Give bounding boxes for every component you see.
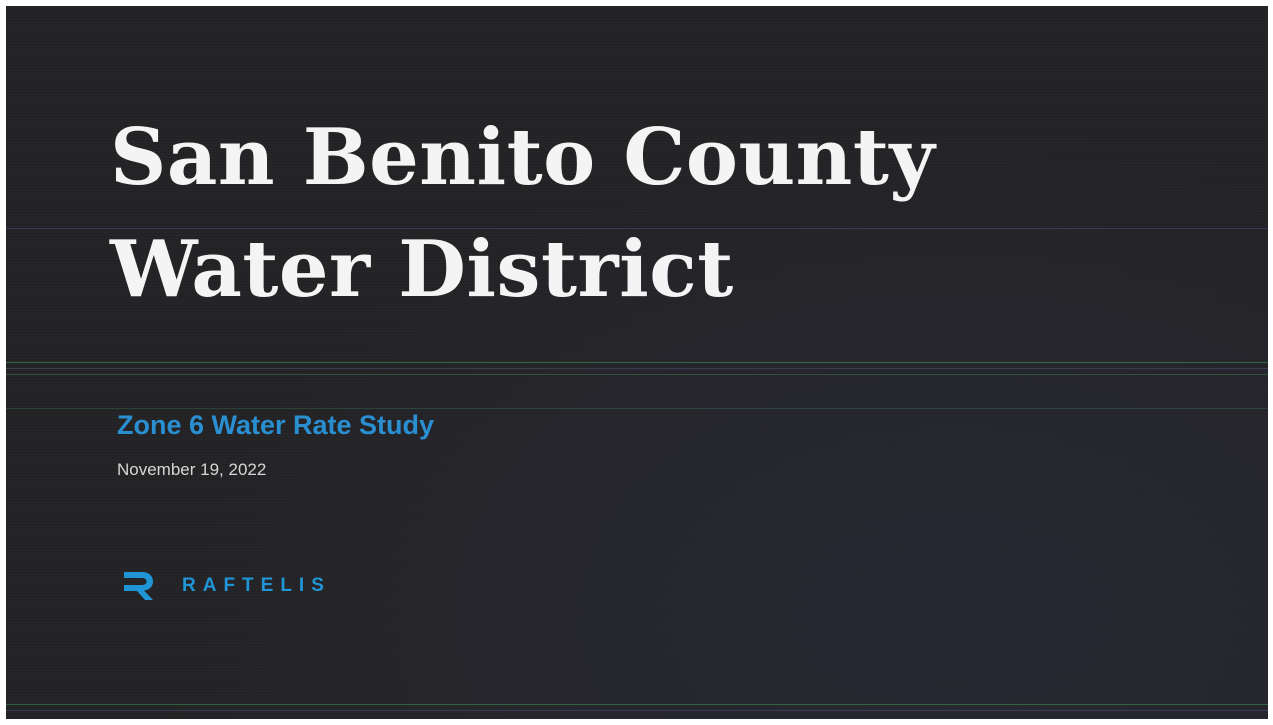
scan-artifact-line [6, 368, 1268, 369]
slide-subtitle: Zone 6 Water Rate Study [117, 410, 435, 440]
raftelis-r-logo-icon [124, 572, 153, 600]
scan-artifact-line [6, 228, 1268, 229]
scan-artifact-line [6, 408, 1268, 409]
title-slide: San Benito County Water District Zone 6 … [6, 6, 1268, 719]
scan-artifact-line [6, 374, 1268, 375]
scan-artifact-line [6, 362, 1268, 363]
scan-artifact-line [6, 704, 1268, 705]
raftelis-wordmark: RAFTELIS [182, 575, 331, 596]
raftelis-logo: RAFTELIS [120, 568, 331, 604]
slide-title: San Benito County Water District [110, 102, 935, 326]
scan-artifact-line [6, 710, 1268, 711]
title-line-2: Water District [110, 224, 734, 315]
title-line-1: San Benito County [110, 112, 936, 203]
presentation-date: November 19, 2022 [117, 460, 267, 479]
